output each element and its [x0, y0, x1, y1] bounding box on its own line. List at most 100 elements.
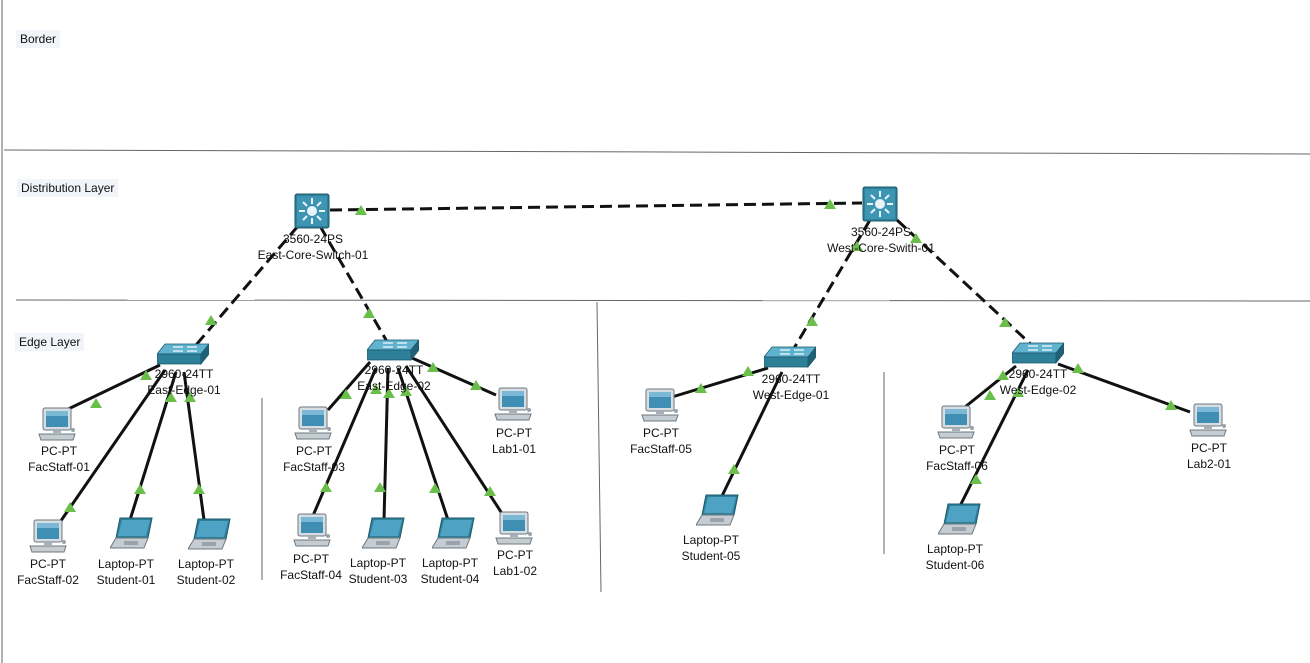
device-name: West-Edge-01 [752, 388, 830, 402]
status-up-icon [90, 398, 102, 408]
device-model: PC-PT [939, 443, 975, 457]
status-up-icon [320, 482, 332, 492]
device-label-lab1-01: PC-PT Lab1-01 [492, 425, 536, 457]
pc-icon[interactable] [641, 388, 679, 422]
link-edge01-facstaff01[interactable] [61, 363, 161, 414]
layer-label-edge: Edge Layer [15, 333, 85, 351]
device-label-edge-east-01: 2960-24TT East-Edge-01 [147, 366, 220, 398]
device-name: Student-02 [176, 573, 236, 587]
laptop-icon[interactable] [188, 518, 231, 550]
device-name: FacStaff-01 [28, 460, 90, 474]
device-model: 2960-24TT [154, 367, 214, 381]
laptop-icon[interactable] [362, 517, 405, 549]
status-up-icon [806, 316, 818, 326]
status-up-icon [1072, 363, 1084, 373]
link-corew-edgew02[interactable] [895, 218, 1039, 352]
pc-icon[interactable] [1189, 403, 1227, 437]
status-up-icon [370, 384, 382, 394]
link-core-core[interactable] [329, 201, 863, 212]
status-up-icon [140, 370, 152, 380]
device-name: FacStaff-03 [283, 460, 345, 474]
device-model: 2960-24TT [1008, 367, 1068, 381]
switch-icon[interactable] [367, 339, 419, 361]
status-up-icon [374, 482, 386, 492]
laptop-icon[interactable] [696, 494, 739, 526]
device-model: 3560-24PS [282, 232, 344, 246]
device-model: PC-PT [1190, 441, 1227, 455]
device-label-edge-east-02: 2960-24TT East-Edge-02 [357, 362, 430, 394]
device-model: PC-PT [643, 426, 679, 440]
status-up-icon [429, 483, 441, 493]
laptop-icon[interactable] [110, 517, 153, 549]
device-name: Lab1-02 [492, 564, 538, 578]
link-coree-edgee02[interactable] [318, 225, 391, 346]
device-model: Laptop-PT [926, 542, 984, 556]
link-edge02-facstaff04[interactable] [310, 367, 378, 519]
device-name: East-Edge-02 [357, 379, 431, 393]
status-up-icon [970, 474, 982, 484]
device-model: PC-PT [296, 444, 332, 458]
layer-label-border: Border [16, 30, 61, 48]
device-name: East-Core-Switch-01 [257, 248, 369, 262]
status-up-icon [205, 315, 217, 325]
link-edge01-facstaff02[interactable] [56, 369, 167, 526]
link-edge02-lab102[interactable] [404, 365, 505, 516]
pc-icon[interactable] [293, 513, 331, 547]
status-up-icon [193, 484, 205, 494]
device-name: FacStaff-02 [17, 573, 79, 587]
link-corew-edgee01[interactable] [188, 225, 300, 353]
device-label-lab2-01: PC-PT Lab2-01 [1187, 440, 1231, 472]
pc-icon[interactable] [38, 407, 76, 441]
device-label-facstaff-02: PC-PT FacStaff-02 [17, 556, 79, 588]
multilayer-switch-icon[interactable] [862, 186, 898, 222]
pc-icon[interactable] [29, 519, 67, 553]
switch-icon[interactable] [1012, 342, 1064, 364]
device-model: PC-PT [30, 557, 66, 571]
status-up-icon [1165, 400, 1177, 410]
pc-icon[interactable] [937, 405, 975, 439]
link-edge02-lab101[interactable] [411, 356, 497, 397]
status-up-icon [997, 370, 1009, 380]
device-label-facstaff-01: PC-PT FacStaff-01 [28, 443, 90, 475]
device-model: 2960-24TT [364, 363, 424, 377]
device-name: FacStaff-05 [630, 442, 692, 456]
device-label-facstaff-05: PC-PT FacStaff-05 [630, 425, 692, 457]
device-model: PC-PT [496, 548, 533, 562]
pc-icon[interactable] [494, 387, 532, 421]
device-name: Student-05 [681, 549, 741, 563]
device-name: FacStaff-06 [926, 459, 988, 473]
device-model: 2960-24TT [761, 372, 821, 386]
laptop-icon[interactable] [432, 517, 475, 549]
status-up-icon [363, 308, 375, 318]
switch-icon[interactable] [764, 346, 816, 368]
link-edge02-facstaff03[interactable] [326, 361, 372, 411]
status-up-icon [742, 366, 754, 376]
device-model: Laptop-PT [349, 556, 407, 570]
device-model: Laptop-PT [421, 556, 479, 570]
link-edgew02-facstaff06[interactable] [964, 364, 1017, 409]
device-name: Student-03 [348, 572, 408, 586]
switch-icon[interactable] [157, 343, 209, 365]
link-edgew01-student05[interactable] [720, 371, 784, 497]
device-model: PC-PT [293, 552, 329, 566]
pc-icon[interactable] [495, 511, 533, 545]
status-up-icon [165, 392, 177, 402]
status-up-icon [427, 362, 439, 372]
divider-distribution-top [3, 149, 1310, 155]
device-label-facstaff-06: PC-PT FacStaff-06 [926, 442, 988, 474]
device-label-student-06: Laptop-PT Student-06 [926, 541, 985, 573]
device-label-student-05: Laptop-PT Student-05 [682, 532, 741, 564]
device-model: 3560-24PS [850, 225, 912, 239]
pc-icon[interactable] [294, 406, 332, 440]
status-up-icon [984, 390, 996, 400]
network-links [56, 201, 1191, 526]
device-label-core-east: 3560-24PS East-Core-Switch-01 [258, 231, 369, 263]
device-name: Student-01 [96, 573, 156, 587]
multilayer-switch-icon[interactable] [294, 193, 330, 229]
link-status-indicators [64, 199, 1177, 512]
device-label-edge-west-01: 2960-24TT West-Edge-01 [753, 371, 829, 403]
status-up-icon [64, 502, 76, 512]
device-name: Student-04 [420, 572, 480, 586]
laptop-icon[interactable] [938, 503, 981, 535]
